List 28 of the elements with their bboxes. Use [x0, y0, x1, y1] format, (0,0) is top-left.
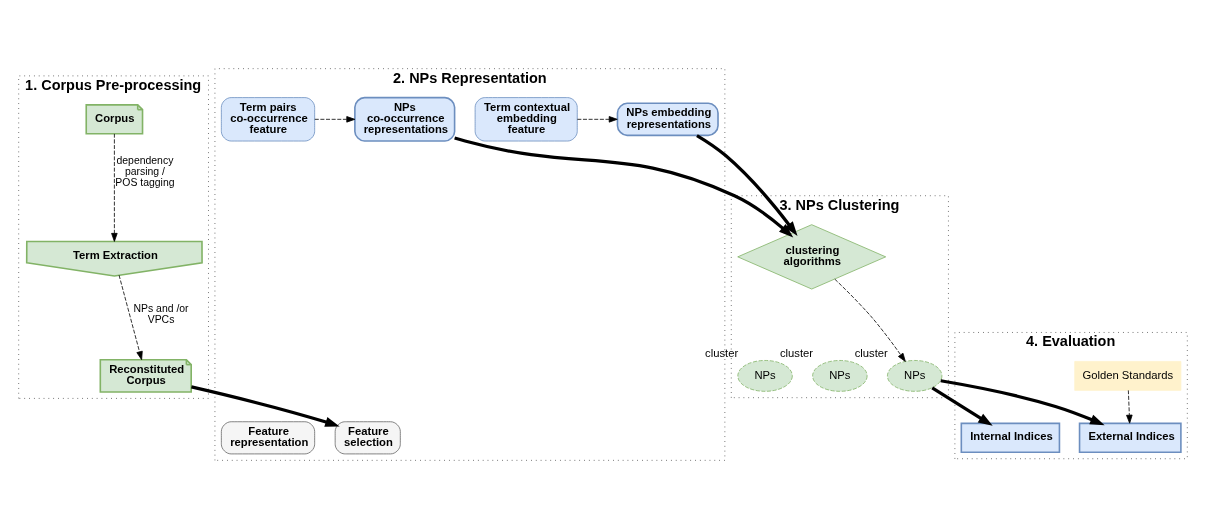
node-box: Term pairs co-occurrence feature	[220, 96, 316, 141]
arrow	[940, 378, 1105, 425]
arrow	[834, 278, 906, 362]
node-box: Internal Indices	[960, 422, 1061, 453]
node-label: cluster	[705, 346, 739, 359]
node-box: NPs co-occurrence representations	[354, 96, 456, 142]
arrow	[696, 133, 798, 236]
edge-label: NPs and /or VPCs	[133, 302, 189, 325]
arrow	[314, 115, 356, 123]
node-label: cluster	[779, 346, 814, 359]
node-ellipse: NPs	[887, 359, 943, 392]
arrow	[1126, 389, 1133, 424]
edge-label: dependency parsing / POS tagging	[115, 154, 175, 188]
node-box: Golden Standards	[1074, 360, 1182, 391]
node-box: Feature representation	[220, 420, 316, 454]
node-box: External Indices	[1078, 422, 1182, 453]
arrow	[454, 135, 794, 237]
arrow	[191, 384, 340, 427]
node-box: NPs embedding representations	[616, 101, 719, 136]
arrow	[111, 133, 118, 242]
node-ellipse: NPs	[812, 359, 868, 392]
node-ellipse: NPs	[737, 359, 793, 392]
arrow	[118, 274, 143, 360]
arrow	[576, 115, 618, 123]
node-label: cluster	[854, 346, 888, 359]
arrow	[931, 385, 993, 426]
node-box: Feature selection	[334, 420, 401, 454]
node-box: Term contextual embedding feature	[474, 96, 578, 141]
